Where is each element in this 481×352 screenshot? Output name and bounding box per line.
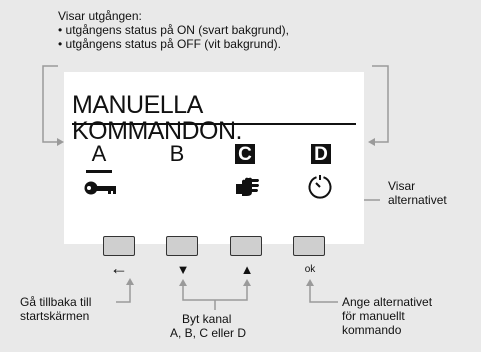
change-note-line1: Byt kanal — [182, 312, 232, 326]
side-note-line2: alternativet — [388, 193, 447, 207]
change-note-line2: A, B, C eller D — [170, 326, 247, 340]
left-arrowhead — [57, 138, 64, 146]
ok-label: ok — [304, 264, 316, 275]
timer-icon — [308, 175, 332, 199]
top-note-heading: Visar utgången: — [58, 9, 142, 23]
down-button[interactable] — [166, 236, 198, 256]
display-title: MANUELLA KOMMANDON. — [72, 91, 243, 145]
back-pointer-line — [116, 282, 131, 303]
channel-a: A — [91, 141, 107, 166]
top-note-on-line: • utgångens status på ON (svart bakgrund… — [58, 23, 289, 37]
ok-arrowhead — [306, 279, 314, 286]
left-bracket-line — [42, 65, 60, 143]
side-note-line1: Visar — [388, 179, 416, 193]
top-note-off-line: • utgångens status på OFF (vit bakgrund)… — [58, 37, 281, 51]
back-button[interactable] — [103, 236, 135, 256]
ok-note-line3: kommando — [342, 323, 402, 337]
display-title-rule — [72, 123, 356, 125]
up-button[interactable] — [230, 236, 262, 256]
down-triangle-icon: ▼ — [176, 262, 190, 277]
channel-d: D — [311, 144, 331, 165]
right-bracket-line — [372, 65, 389, 143]
up-arrowhead — [243, 279, 251, 286]
ok-button[interactable] — [293, 236, 325, 256]
back-arrow-icon: ← — [110, 258, 128, 278]
back-note-line2: startskärmen — [20, 309, 90, 323]
channel-c: C — [235, 144, 255, 165]
back-note-line1: Gå tillbaka till — [20, 295, 92, 309]
hand-icon — [236, 177, 259, 196]
channel-a-underline — [86, 170, 112, 173]
channel-b: B — [169, 141, 185, 166]
change-bracket-line — [182, 283, 248, 301]
down-arrowhead — [179, 279, 187, 286]
ok-note-line2: för manuellt — [342, 309, 405, 323]
key-icon — [84, 181, 116, 195]
back-arrowhead — [126, 278, 134, 285]
right-arrowhead — [368, 138, 375, 146]
up-triangle-icon: ▲ — [240, 262, 254, 277]
ok-note-line1: Ange alternativet — [342, 295, 433, 309]
ok-pointer-line — [309, 283, 338, 303]
